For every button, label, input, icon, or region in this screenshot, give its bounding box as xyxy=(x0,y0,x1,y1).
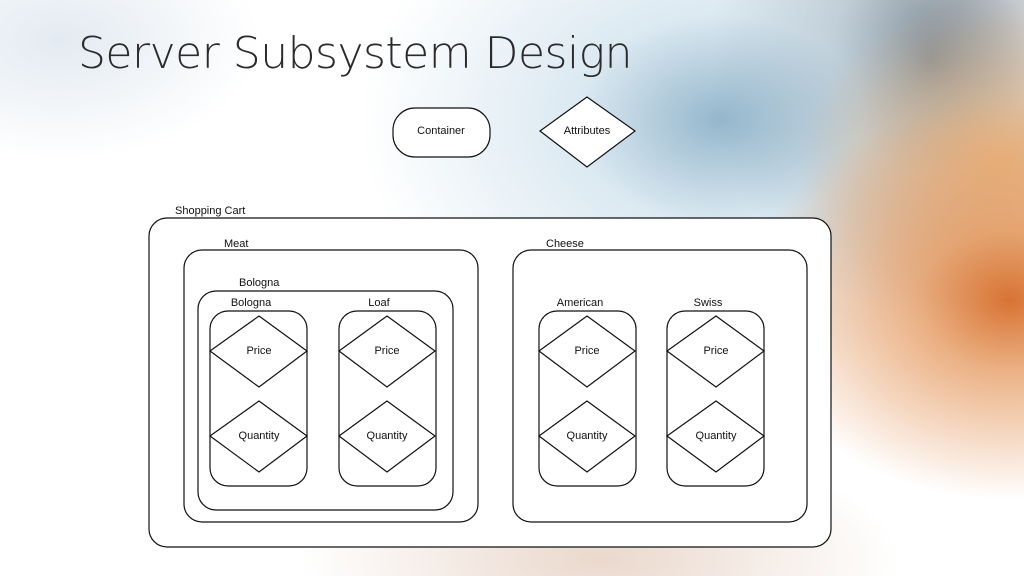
item-label: Swiss xyxy=(694,297,723,309)
cart-label: Shopping Cart xyxy=(175,205,245,217)
price-diamond xyxy=(665,315,766,388)
legend-attributes-shape xyxy=(538,96,637,168)
item-label: Bologna xyxy=(231,297,272,309)
meat-label: Meat xyxy=(224,238,248,250)
cheese-label: Cheese xyxy=(546,238,584,250)
legend-container-shape xyxy=(392,107,491,158)
quantity-label: Quantity xyxy=(696,430,737,442)
quantity-diamond xyxy=(537,400,637,473)
price-diamond xyxy=(337,315,437,388)
price-label: Price xyxy=(374,345,399,357)
legend-attributes-label: Attributes xyxy=(564,125,611,137)
price-label: Price xyxy=(246,345,271,357)
bologna-group-label: Bologna xyxy=(239,277,280,289)
page-title: Server Subsystem Design xyxy=(78,28,632,79)
quantity-diamond xyxy=(665,400,766,473)
quantity-label: Quantity xyxy=(367,430,408,442)
price-diamond xyxy=(208,315,309,388)
price-label: Price xyxy=(574,345,599,357)
item-label: Loaf xyxy=(368,297,390,309)
quantity-diamond xyxy=(337,400,437,473)
quantity-label: Quantity xyxy=(239,430,280,442)
quantity-diamond xyxy=(208,400,309,473)
quantity-label: Quantity xyxy=(567,430,608,442)
price-diamond xyxy=(537,315,637,388)
legend-container-label: Container xyxy=(417,125,465,137)
item-label: American xyxy=(557,297,603,309)
price-label: Price xyxy=(703,345,728,357)
